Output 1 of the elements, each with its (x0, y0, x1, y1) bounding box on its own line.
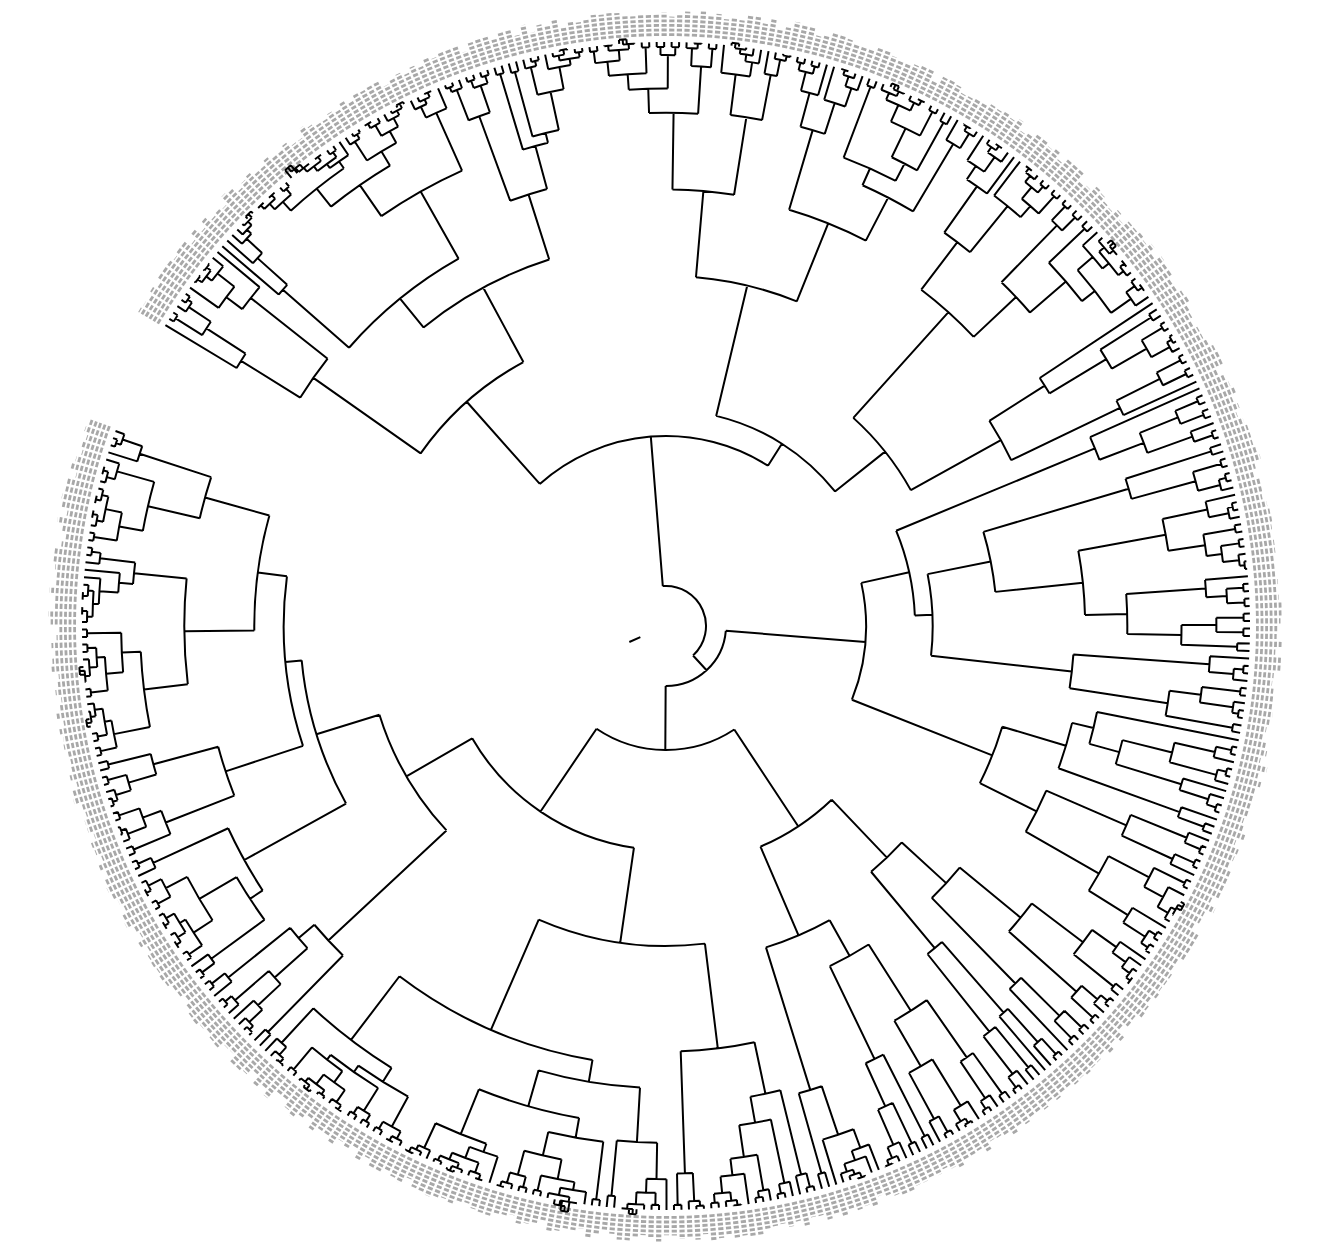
phylogenetic-tree (48, 8, 1284, 1244)
